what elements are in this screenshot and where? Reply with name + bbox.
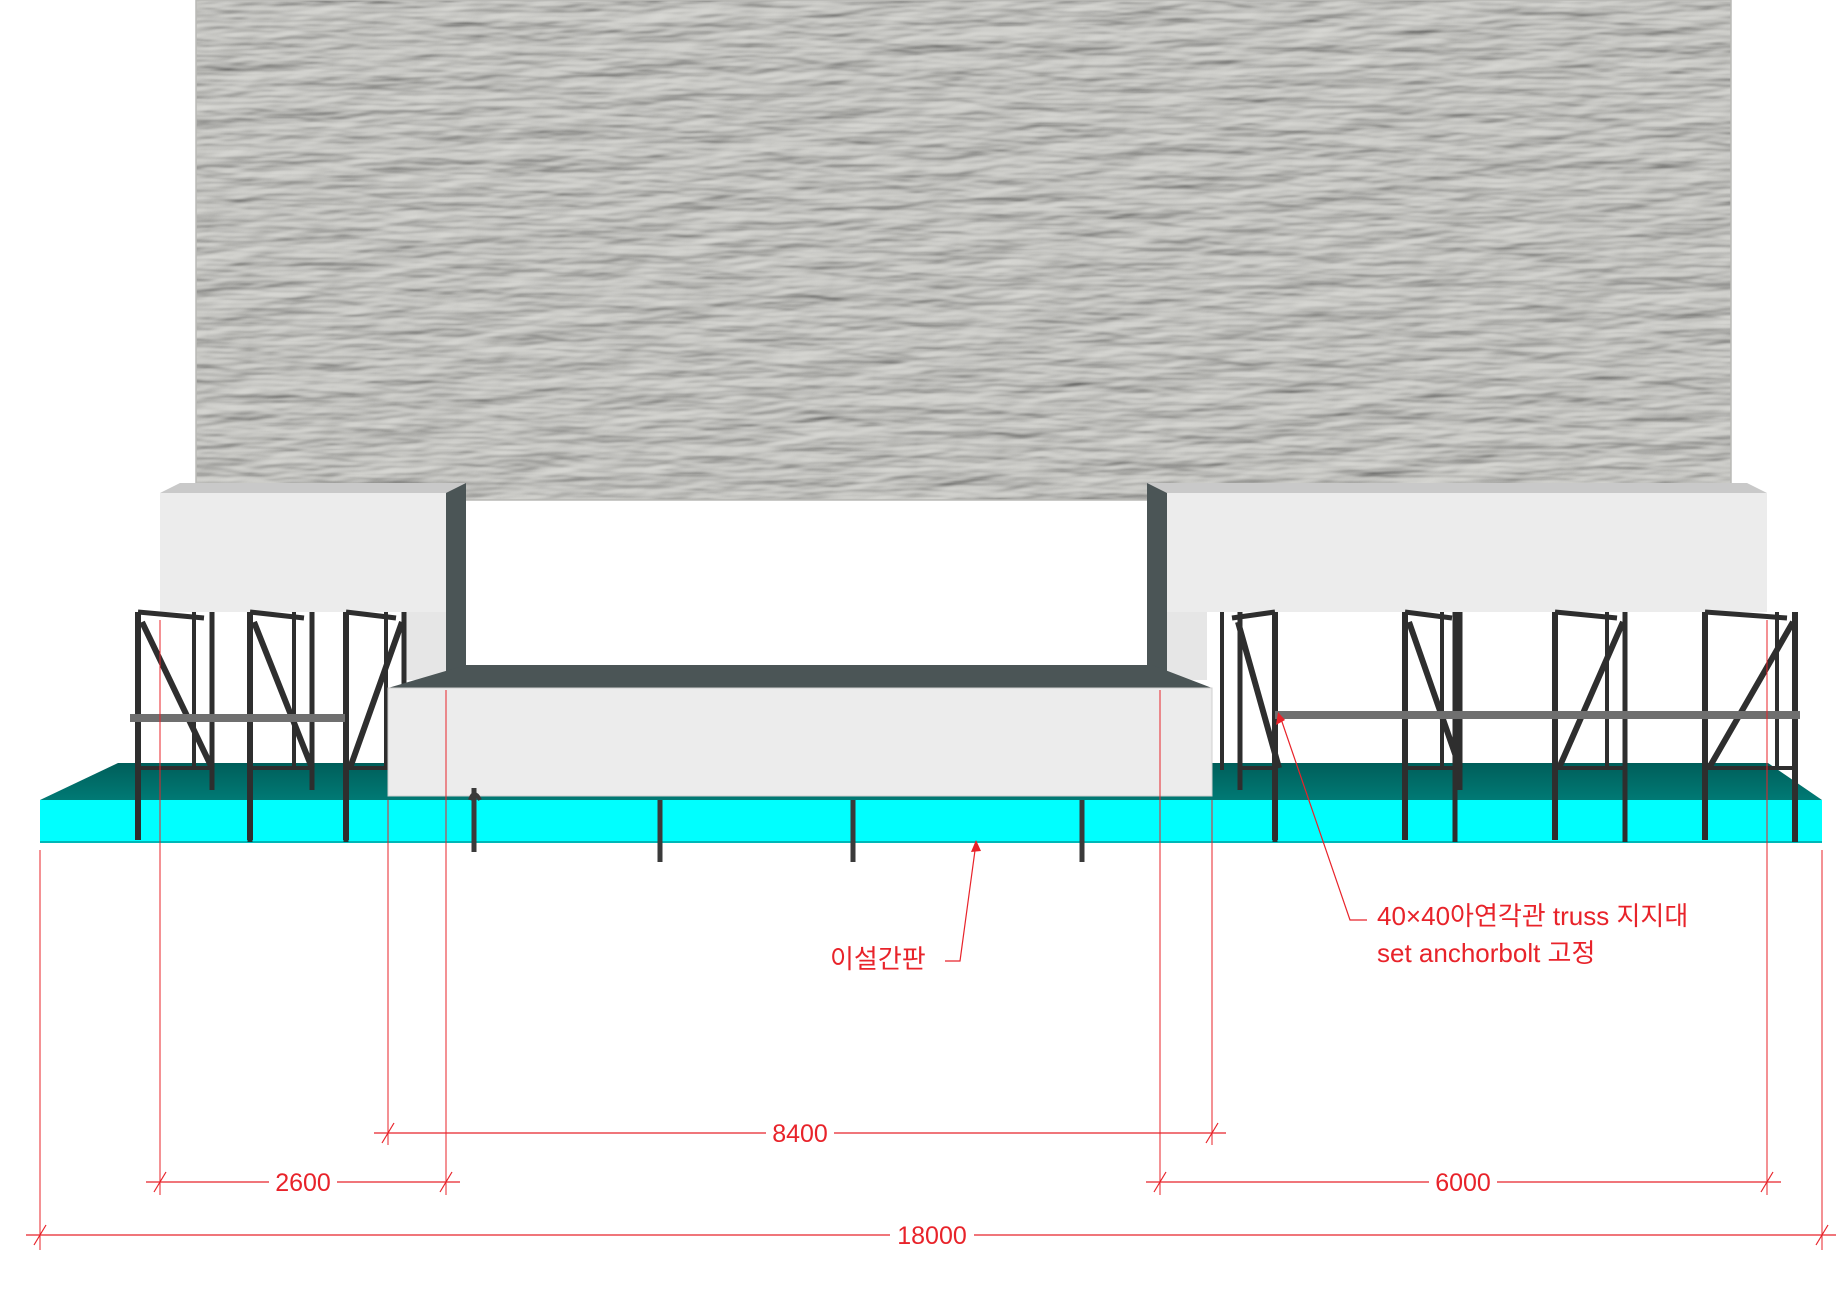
dim-text-center: 8400	[772, 1120, 828, 1148]
dim-text-right: 6000	[1435, 1169, 1491, 1197]
truss-diagonal	[347, 620, 405, 770]
dim-tick	[1815, 1224, 1829, 1246]
anchor-hook	[468, 792, 482, 801]
truss-1	[135, 609, 215, 840]
dim-tick	[153, 1171, 167, 1193]
sign-label: 이설간판	[830, 944, 926, 974]
leader-truss: 40×40아연각관 truss 지지대 set anchorbolt 고정	[1276, 712, 1688, 968]
dim-tick	[1153, 1171, 1167, 1193]
truss-diagonal	[139, 620, 215, 770]
truss-diagonal	[1406, 621, 1463, 769]
right-upper-block	[1147, 483, 1767, 680]
truss-top-chord	[345, 609, 397, 621]
dim-tick	[1760, 1171, 1774, 1193]
truss-5	[1402, 609, 1463, 840]
dim-tick	[381, 1122, 395, 1144]
truss-top-chord	[1404, 609, 1453, 621]
relocated-sign-block	[387, 665, 1213, 797]
truss-supports	[130, 609, 1800, 842]
tie-rod-right	[1275, 711, 1800, 719]
dim-text-left: 2600	[275, 1169, 331, 1197]
truss-top-chord	[1704, 609, 1788, 621]
dim-tick	[1205, 1122, 1219, 1144]
dimension-left: 2600	[146, 1169, 460, 1197]
tie-rod-left	[130, 714, 345, 722]
left-upper-block	[160, 483, 466, 680]
dim-tick	[439, 1171, 453, 1193]
extension-lines	[39, 620, 1823, 1250]
truss-diagonal	[251, 620, 315, 770]
truss-diagonal	[1235, 621, 1282, 769]
back-wall	[195, 0, 1732, 501]
truss-diagonal	[1556, 620, 1626, 770]
truss-note-line2: set anchorbolt 고정	[1377, 938, 1595, 968]
dimension-overall: 18000	[26, 1222, 1836, 1250]
leader-sign: 이설간판	[830, 840, 981, 974]
dim-tick	[33, 1224, 47, 1246]
dimension-center: 8400	[374, 1120, 1226, 1148]
truss-top-chord	[1231, 609, 1276, 621]
dim-text-overall: 18000	[897, 1222, 967, 1250]
anchor-bolts	[468, 788, 1085, 862]
truss-diagonal	[1706, 620, 1796, 770]
dimension-right: 6000	[1146, 1169, 1781, 1197]
truss-note-line1: 40×40아연각관 truss 지지대	[1377, 901, 1688, 931]
